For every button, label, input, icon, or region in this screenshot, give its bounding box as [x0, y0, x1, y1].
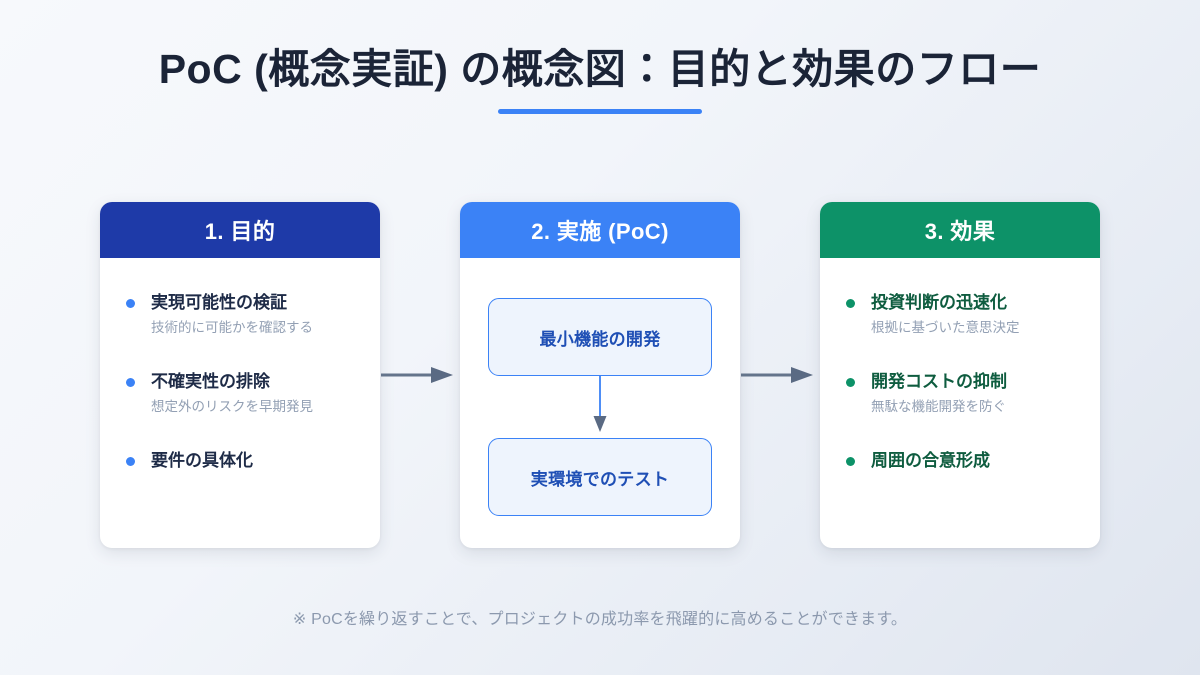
- bullet-dot-icon: [126, 299, 135, 308]
- poc-step-list: 最小機能の開発 実環境でのテスト: [486, 292, 714, 516]
- purpose-bullet-list: 実現可能性の検証 技術的に可能かを確認する 不確実性の排除 想定外のリスクを早期…: [126, 292, 354, 471]
- poc-step-label-1: 最小機能の開発: [539, 329, 661, 349]
- effect-bullet-list: 投資判断の迅速化 根拠に基づいた意思決定 開発コストの抑制 無駄な機能開発を防ぐ…: [846, 292, 1074, 471]
- arrow-right-icon: [381, 367, 453, 383]
- flow-card-purpose-body: 実現可能性の検証 技術的に可能かを確認する 不確実性の排除 想定外のリスクを早期…: [100, 258, 380, 548]
- list-item: 周囲の合意形成: [846, 450, 1074, 471]
- list-item-subtitle: 根拠に基づいた意思決定: [871, 320, 1020, 336]
- flow-card-purpose-header: 1. 目的: [100, 202, 380, 258]
- list-item-title: 実現可能性の検証: [151, 293, 287, 312]
- list-item-subtitle: 想定外のリスクを早期発見: [151, 399, 313, 415]
- list-item-title: 不確実性の排除: [151, 371, 270, 391]
- list-item: 開発コストの抑制 無駄な機能開発を防ぐ: [846, 371, 1074, 416]
- arrow-down-icon: [593, 376, 607, 432]
- flow-card-purpose: 1. 目的 実現可能性の検証 技術的に可能かを確認する 不確実性の排除 想定外の…: [100, 202, 380, 548]
- poc-step-label-2: 実環境でのテスト: [530, 469, 670, 489]
- list-item-title: 周囲の合意形成: [871, 450, 990, 470]
- flow-container: 1. 目的 実現可能性の検証 技術的に可能かを確認する 不確実性の排除 想定外の…: [100, 202, 1100, 550]
- flow-card-effect-header-label: 3. 効果: [924, 219, 996, 244]
- flow-card-purpose-header-label: 1. 目的: [204, 219, 276, 244]
- bullet-dot-icon: [846, 377, 855, 387]
- list-item-title: 要件の具体化: [151, 450, 253, 470]
- list-item-title: 投資判断の迅速化: [871, 293, 1007, 312]
- flow-card-poc-header-label: 2. 実施 (PoC): [531, 219, 669, 244]
- flow-card-effect-body: 投資判断の迅速化 根拠に基づいた意思決定 開発コストの抑制 無駄な機能開発を防ぐ…: [820, 258, 1100, 548]
- poc-step-box-2: 実環境でのテスト: [488, 438, 712, 516]
- arrow-right-icon: [741, 367, 813, 383]
- flow-card-effect: 3. 効果 投資判断の迅速化 根拠に基づいた意思決定 開発コストの抑制 無駄な機…: [820, 202, 1100, 548]
- bullet-dot-icon: [846, 299, 855, 308]
- flow-card-effect-header: 3. 効果: [820, 202, 1100, 258]
- list-item: 投資判断の迅速化 根拠に基づいた意思決定: [846, 292, 1074, 337]
- list-item-subtitle: 無駄な機能開発を防ぐ: [871, 399, 1006, 415]
- list-item: 実現可能性の検証 技術的に可能かを確認する: [126, 292, 354, 337]
- list-item-subtitle: 技術的に可能かを確認する: [151, 320, 313, 336]
- list-item-title: 開発コストの抑制: [871, 371, 1007, 391]
- flow-card-poc: 2. 実施 (PoC) 最小機能の開発 実環境でのテスト: [460, 202, 740, 548]
- flow-card-poc-body: 最小機能の開発 実環境でのテスト: [460, 258, 740, 548]
- title-underline-accent: [498, 109, 702, 115]
- list-item: 不確実性の排除 想定外のリスクを早期発見: [126, 371, 354, 416]
- list-item: 要件の具体化: [126, 450, 354, 471]
- bullet-dot-icon: [126, 456, 135, 466]
- poc-step-box-1: 最小機能の開発: [488, 298, 712, 376]
- connector-poc-to-effect: [740, 202, 820, 548]
- bullet-dot-icon: [846, 456, 855, 466]
- connector-purpose-to-poc: [380, 202, 460, 548]
- bullet-dot-icon: [126, 377, 135, 387]
- flow-card-poc-header: 2. 実施 (PoC): [460, 202, 740, 258]
- footer-note: ※ PoCを繰り返すことで、プロジェクトの成功率を飛躍的に高めることができます。: [292, 611, 908, 628]
- page-title: PoC (概念実証) の概念図：目的と効果のフロー: [158, 46, 1042, 92]
- title-block: PoC (概念実証) の概念図：目的と効果のフロー: [0, 44, 1200, 115]
